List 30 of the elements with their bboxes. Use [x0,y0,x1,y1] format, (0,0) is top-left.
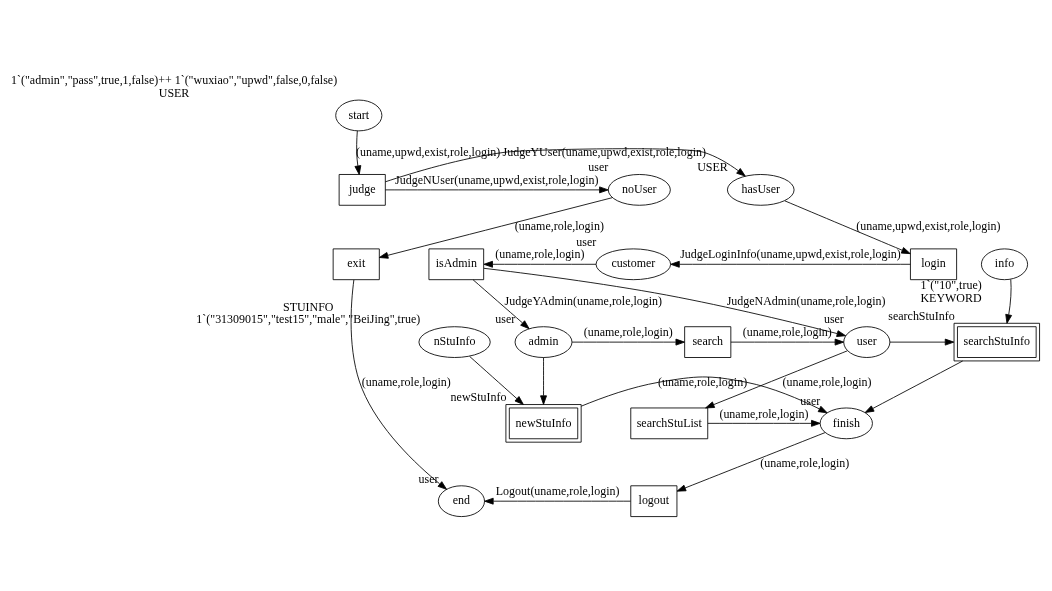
edge-label: (uname,role,login) [719,406,809,421]
edge-label: (uname,role,login) [514,219,604,234]
edge-label: (uname,role,login) [760,456,850,471]
node-label: user [588,160,609,175]
edge-label: JudgeYAdmin(uname,role,login) [504,293,663,308]
edge-label: Logout(uname,role,login) [495,484,620,499]
node-label: user [495,312,516,327]
node-label: searchStuInfo [888,309,955,324]
edge-label: (uname,role,login) [361,374,451,389]
node-label: USER [697,160,728,175]
node-label: 1`("10",true) [920,278,982,293]
node-label: STUINFO [282,299,334,314]
node-label: user [823,312,844,327]
edge-label: (uname,role,login) [658,374,748,389]
node-label: newStuInfo [450,390,507,405]
edge-label: JudgeLoginInfo(uname,upwd,exist,role,login) [680,247,901,262]
edge-label: (uname,role,login) [495,247,585,262]
edge-label: JudgeNAdmin(uname,role,login) [726,293,886,308]
edge-label: (uname,upwd,exist,role,login) [856,219,1001,234]
edge-label: JudgeYUser(uname,upwd,exist,role,login) [502,144,706,159]
node-label: USER [158,85,190,100]
edge-label: JudgeNUser(uname,upwd,exist,role,login) [395,173,599,188]
node-label: 1`("admin","pass",true,1,false)++ 1`("wuxiao","upwd",false,0,false) [11,73,338,87]
node-label: user [800,393,821,408]
edge-label: (uname,role,login) [782,374,872,389]
edge-label: (uname,role,login) [742,325,832,340]
node-label: 1`("31309015","test15","male","BeiJing",true) [196,312,421,327]
node-label: KEYWORD [920,291,982,306]
edge-label: (uname,role,login) [583,325,673,340]
node-label: user [576,234,597,249]
